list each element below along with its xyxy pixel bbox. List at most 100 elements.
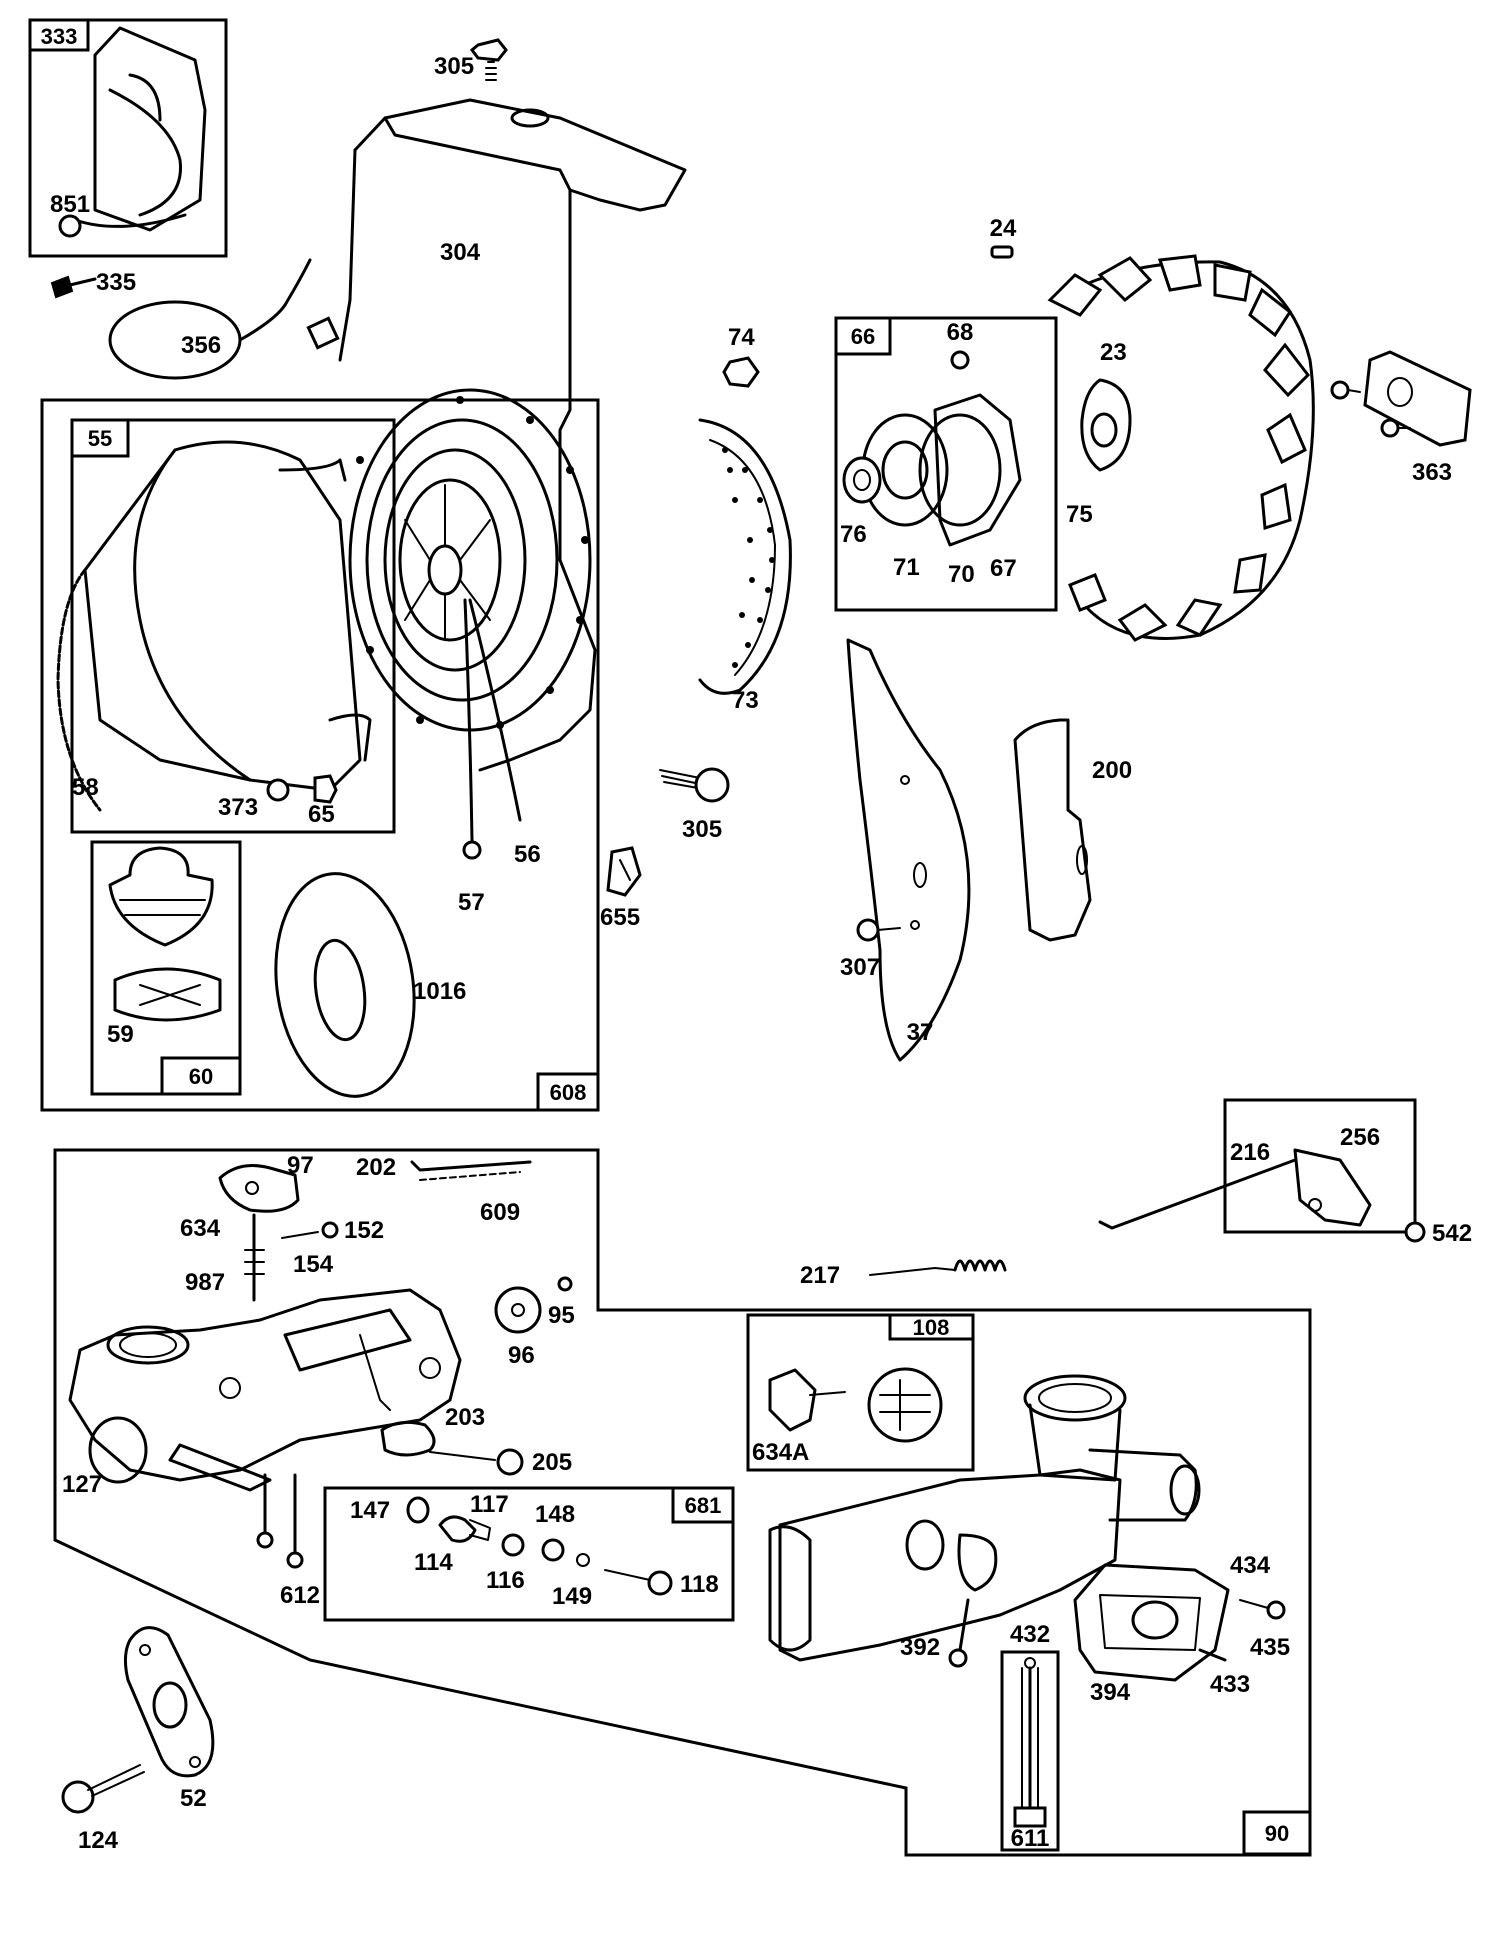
- washer-1016-outer: [274, 872, 416, 1098]
- callout-114: 114: [414, 1549, 453, 1576]
- callout-356: 356: [181, 332, 221, 359]
- callout-609: 609: [480, 1199, 520, 1226]
- callout-542: 542: [1432, 1220, 1472, 1247]
- coil-wire: [73, 213, 187, 228]
- part-group-52-gasket: 52: [123, 1626, 215, 1812]
- rotating-screen-outline: [698, 418, 792, 695]
- kit-box-66: [834, 316, 1058, 612]
- callout-373: 373: [218, 794, 258, 821]
- part-group-305-lower: 305: [659, 767, 730, 843]
- callout-118: 118: [680, 1571, 719, 1598]
- screw-363-a: [1330, 380, 1350, 400]
- starter-pulley-outer: [383, 448, 527, 672]
- callout-203: 203: [445, 1404, 485, 1431]
- kit-tag-90: [1242, 1810, 1312, 1856]
- choke-link-202: [410, 1160, 532, 1172]
- screw-363-b: [1380, 418, 1400, 438]
- kit-label-60: 60: [189, 1064, 213, 1089]
- carburetor-linkage-plate: [283, 1308, 412, 1372]
- rewind-spring-56: [468, 598, 522, 822]
- starter-rope-58: [56, 568, 102, 812]
- carburetor-base-plate: [168, 1443, 272, 1492]
- kit-box-681: [323, 1486, 735, 1622]
- kit-label-90: 90: [1265, 1821, 1289, 1846]
- housing-top-boss: [510, 108, 550, 128]
- callout-75: 75: [1066, 501, 1093, 528]
- screw-65: [313, 774, 338, 804]
- starter-rope-57: [463, 598, 474, 842]
- callout-152: 152: [344, 1217, 384, 1244]
- coil-lead: [108, 88, 182, 217]
- callout-95: 95: [548, 1302, 575, 1329]
- callout-56: 56: [514, 841, 541, 868]
- callout-217: 217: [800, 1262, 840, 1289]
- callout-67: 67: [990, 555, 1017, 582]
- flywheel-bore: [1090, 412, 1118, 448]
- carburetor-neck: [1028, 1403, 1122, 1482]
- starter-pulley-inner: [398, 478, 502, 642]
- flywheel-hub: [1080, 378, 1132, 472]
- bolt-head-305-lower: [694, 767, 730, 803]
- kit-box-333: [28, 18, 228, 258]
- callout-304: 304: [440, 239, 481, 266]
- ground-wire-lead: [238, 258, 312, 342]
- handle-insert: [113, 967, 222, 1022]
- kit-label-333: 333: [41, 24, 78, 49]
- part-group-655: 655: [600, 846, 642, 931]
- callout-73: 73: [732, 687, 759, 714]
- callout-216: 216: [1230, 1139, 1270, 1166]
- spring-hook-217: [869, 1267, 956, 1276]
- spring-149: [576, 1553, 590, 1567]
- callout-57: 57: [458, 889, 485, 916]
- callout-149: 149: [552, 1583, 592, 1610]
- callout-148: 148: [535, 1501, 575, 1528]
- choke-knob-108: [867, 1367, 943, 1443]
- clutch-washer-76: [842, 456, 882, 504]
- callout-307: 307: [840, 954, 880, 981]
- governor-spring-217: [953, 1259, 1007, 1272]
- part-group-216-256-link: 216 256 542: [1098, 1098, 1472, 1247]
- nut-74: [722, 356, 760, 388]
- callout-71: 71: [893, 554, 920, 581]
- washer-148: [541, 1538, 565, 1562]
- screw-head-335: [50, 275, 74, 299]
- choke-link-609: [419, 1171, 521, 1181]
- housing-top-edge: [383, 116, 572, 192]
- kit-box-608: [40, 398, 600, 1112]
- part-group-74: 74: [722, 324, 760, 388]
- carburetor-inlet: [88, 1416, 148, 1484]
- kit-box-55: [70, 418, 396, 834]
- screw-435: [1239, 1599, 1269, 1609]
- callout-147: 147: [350, 1497, 390, 1524]
- callout-116: 116: [486, 1567, 525, 1594]
- washer-1016-inner: [313, 938, 367, 1042]
- part-group-carburetor-assembly: 97 634 987 152 154 202 609 95 96 127: [53, 1148, 1312, 1857]
- screw-118-head: [647, 1570, 673, 1596]
- callout-76: 76: [840, 521, 867, 548]
- callout-117: 117: [470, 1491, 509, 1518]
- bolt-124-shank: [87, 1764, 145, 1797]
- washer-152: [321, 1221, 339, 1239]
- fuel-pump-434: [1073, 1563, 1230, 1682]
- part-group-24-key: 24: [990, 215, 1017, 259]
- part-group-73-screen: 73: [698, 418, 792, 714]
- callout-363: 363: [1412, 459, 1452, 486]
- carburetor-body-127: [68, 1288, 462, 1482]
- carburetor-kit-outline: [53, 1148, 1312, 1857]
- carburetor-tube: [1088, 1448, 1198, 1522]
- part-group-335-356: 335 356: [50, 258, 340, 380]
- screw-shank-335: [68, 277, 97, 287]
- cylinder-shield-200: [1013, 718, 1092, 942]
- bolt-124-head: [61, 1780, 95, 1814]
- starter-pulley-hub: [427, 544, 463, 596]
- callout-394: 394: [1090, 1679, 1131, 1706]
- callout-655: 655: [600, 904, 640, 931]
- washer-116: [501, 1533, 525, 1557]
- screw-392: [958, 1598, 970, 1652]
- kit-label-108: 108: [913, 1315, 950, 1340]
- callout-124: 124: [78, 1827, 119, 1854]
- callout-432: 432: [1010, 1621, 1050, 1648]
- callout-434: 434: [1230, 1552, 1271, 1579]
- callout-634A: 634A: [752, 1439, 809, 1466]
